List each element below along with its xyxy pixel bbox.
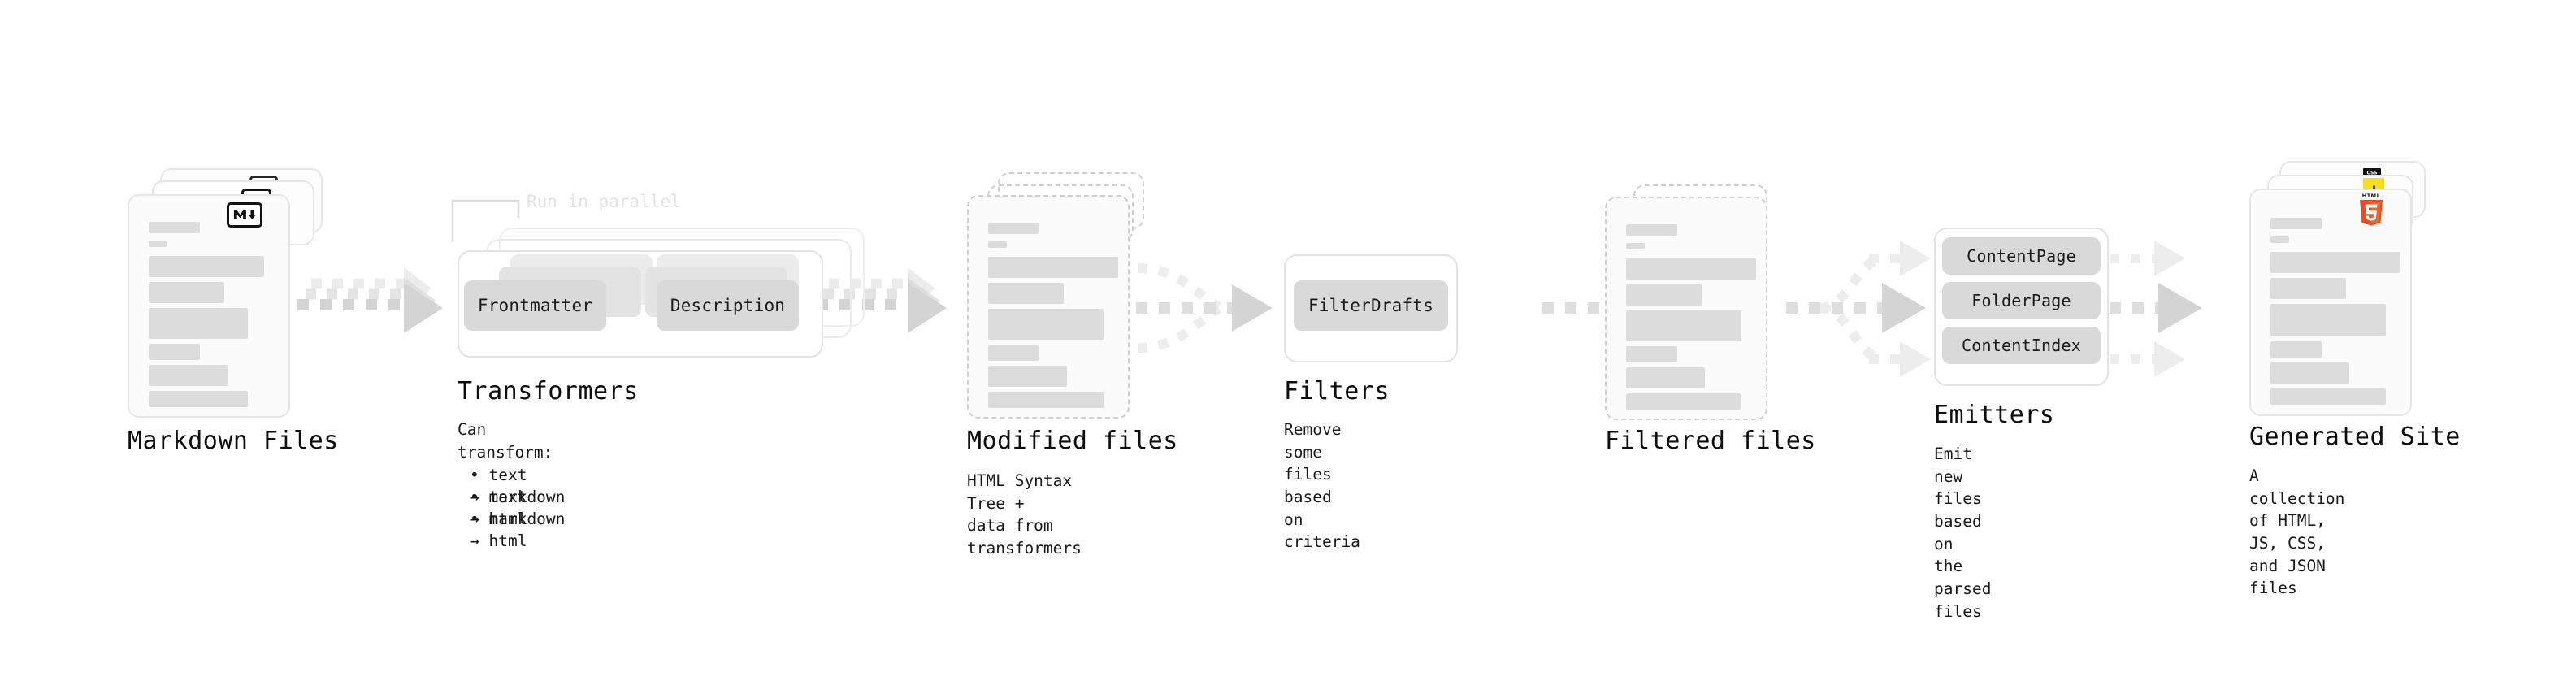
html5-icon: HTML [2357,192,2386,226]
stage-subtitle-filters: Remove some files based on criteria [1284,420,1360,552]
skeleton-line [1626,367,1705,388]
stage-subtitle-transformers: Can transform: [458,420,553,462]
skeleton-line [2270,362,2349,384]
skeleton-line [2270,388,2386,405]
markdown-icon [227,202,262,228]
stage-subtitle-emitters: Emit new files based on the parsed files [1934,445,1992,621]
skeleton-line [1626,224,1677,236]
transformer-bullet-2: • html → html [470,509,527,551]
skeleton-line [988,283,1064,304]
skeleton-line [149,344,200,360]
skeleton-line [2270,278,2346,299]
run-in-parallel-annotation: Run in parallel [527,192,681,211]
transformer-bullet-1: • markdown → markdown [470,487,566,529]
stage-title-filtered-files: Filtered files [1605,427,1816,455]
skeleton-line [1626,393,1741,410]
stage-title-markdown-files: Markdown Files [128,427,339,455]
skeleton-line [988,392,1104,408]
skeleton-line [988,223,1039,234]
skeleton-line [988,345,1039,361]
generated-card-front [2249,189,2412,416]
skeleton-line [2270,236,2289,243]
emitter-chip-folderpage[interactable]: FolderPage [1942,282,2101,319]
skeleton-line [149,241,167,247]
skeleton-line [149,256,264,277]
stage-title-modified-files: Modified files [967,427,1178,455]
transformer-chip-description[interactable]: Description [657,280,799,331]
emitter-chip-contentindex[interactable]: ContentIndex [1942,327,2101,364]
skeleton-line [2270,341,2322,358]
skeleton-line [988,366,1067,387]
emitter-chip-contentpage[interactable]: ContentPage [1942,237,2101,275]
stage-title-generated-site: Generated Site [2249,423,2461,451]
bullet-dot: • [470,465,489,484]
skeleton-line [149,365,228,386]
skeleton-line [149,282,224,303]
filter-chip-filterdrafts[interactable]: FilterDrafts [1294,280,1448,331]
skeleton-line [2270,218,2322,229]
svg-text:HTML: HTML [2362,193,2380,199]
stage-title-transformers: Transformers [458,377,639,406]
filtered-card-front [1605,197,1767,420]
skeleton-line [1626,258,1756,280]
stage-title-emitters: Emitters [1934,401,2055,429]
skeleton-line [988,241,1007,248]
skeleton-line [2270,304,2386,336]
skeleton-line [1626,284,1702,306]
stage-subtitle-modified-files: HTML Syntax Tree + data from transformer… [967,471,1082,558]
skeleton-line [2270,252,2400,273]
markdown-card-front [128,194,290,418]
skeleton-line [988,309,1104,340]
connector-markdown-to-transformers [297,267,443,333]
bullet-dot: • [470,487,489,506]
skeleton-line [149,308,248,339]
skeleton-line [149,222,200,233]
skeleton-line [988,257,1118,278]
connector-modified-to-filters [1136,263,1273,353]
skeleton-line [1626,310,1741,341]
transformer-chip-frontmatter[interactable]: Frontmatter [464,280,606,331]
stage-title-filters: Filters [1284,377,1390,406]
connector-filtered-to-emitters [1786,241,1931,377]
svg-text:CSS: CSS [2367,170,2378,176]
stage-subtitle-generated-site: A collection of HTML, JS, CSS, and JSON … [2249,466,2345,598]
bullet-dot: • [470,509,489,528]
transformer-bullet-0: • text → text [470,465,527,507]
skeleton-line [1626,243,1645,249]
skeleton-line [1626,346,1677,362]
modified-card-front [967,195,1130,419]
skeleton-line [149,391,248,407]
